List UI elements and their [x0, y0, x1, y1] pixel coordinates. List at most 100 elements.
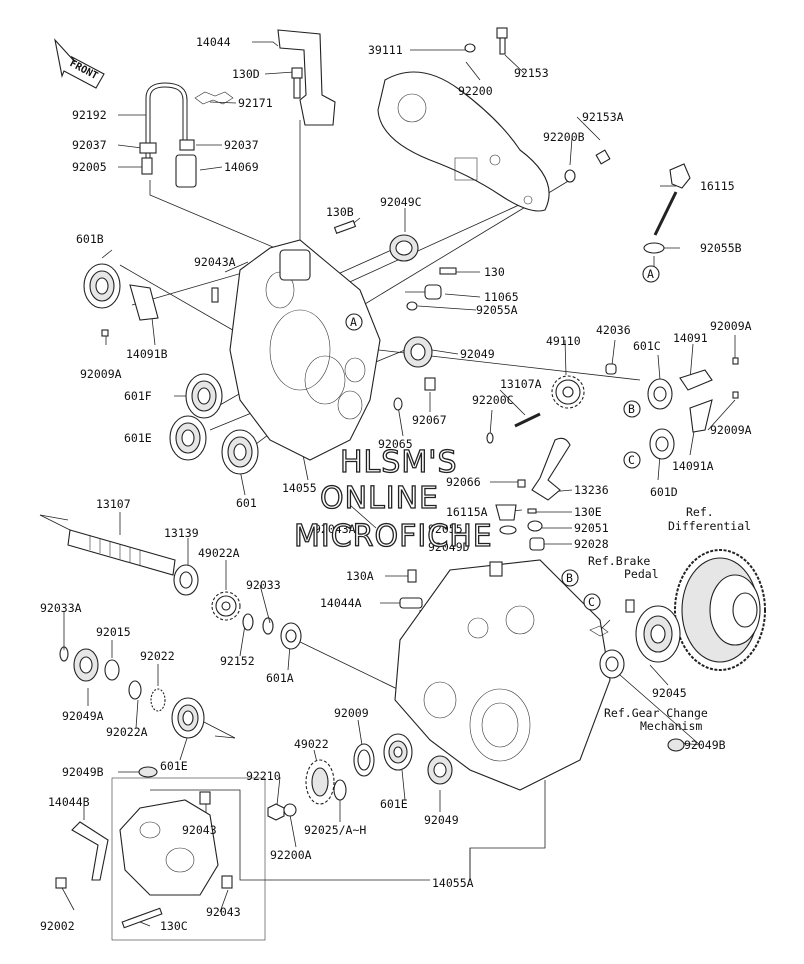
- part-label: 92043: [182, 823, 217, 837]
- part-label: 601D: [650, 485, 678, 499]
- watermark-line1: HLSM'S: [340, 445, 458, 480]
- part-label: 92200A: [270, 848, 312, 862]
- part-label: 130B: [326, 205, 354, 219]
- ref-brake-pedal-line2: Pedal: [624, 567, 659, 581]
- part-label: 601B: [76, 232, 104, 246]
- part-label: 92152: [220, 654, 255, 668]
- part-label: 14091A: [672, 459, 714, 473]
- part-label: 92033: [246, 578, 281, 592]
- part-label: 92153: [514, 66, 549, 80]
- part-label: 92033A: [40, 601, 82, 615]
- part-label: 13107: [96, 497, 131, 511]
- part-label: 14069: [224, 160, 259, 174]
- part-label: 92192: [72, 108, 107, 122]
- callout-b-1: B: [628, 402, 635, 416]
- part-label: 130: [484, 265, 505, 279]
- part-label: 130E: [574, 505, 602, 519]
- part-label: 92200B: [543, 130, 585, 144]
- watermark-line2: ONLINE: [320, 481, 439, 516]
- reference-labels: Ref. Differential Ref.Brake Pedal Ref.Ge…: [588, 505, 751, 733]
- part-label: 14044: [196, 35, 231, 49]
- part-label: 601F: [124, 389, 152, 403]
- ref-differential-line1: Ref.: [686, 505, 714, 519]
- part-label: 92005: [72, 160, 107, 174]
- part-label: 92065: [378, 437, 413, 451]
- part-label: 92067: [412, 413, 447, 427]
- part-label: 16115A: [446, 505, 488, 519]
- part-label: 13107A: [500, 377, 542, 391]
- part-label: 92200C: [472, 393, 514, 407]
- part-label: 92009: [334, 706, 369, 720]
- part-label: 92045: [652, 686, 687, 700]
- part-label: 601E: [124, 431, 152, 445]
- ref-gear-change-line2: Mechanism: [640, 719, 702, 733]
- part-labels: 14044 130D 92171 92192 92037 92037 92005…: [40, 35, 752, 933]
- part-label: 92037: [72, 138, 107, 152]
- ref-gear-change-line1: Ref.Gear Change: [604, 706, 708, 720]
- part-label: 92049: [424, 813, 459, 827]
- part-label: 92049A: [62, 709, 104, 723]
- part-label: 14091B: [126, 347, 168, 361]
- part-label: 92028: [574, 537, 609, 551]
- part-label: 92171: [238, 96, 273, 110]
- part-label: 130D: [232, 67, 260, 81]
- part-label: 130A: [346, 569, 374, 583]
- part-label: 601E: [380, 797, 408, 811]
- part-label: 92153A: [582, 110, 624, 124]
- watermark: HLSM'S ONLINE MICROFICHE: [293, 444, 493, 554]
- part-label: 92022: [140, 649, 175, 663]
- part-label: 92049D: [428, 540, 470, 554]
- watermark-line3: MICROFICHE: [294, 519, 493, 554]
- part-label: 92025/A~H: [304, 823, 366, 837]
- part-label: 601: [236, 496, 257, 510]
- callout-c-2: C: [588, 595, 595, 609]
- callout-a-1: A: [647, 267, 654, 281]
- part-label: 14044A: [320, 596, 362, 610]
- part-label: 92015: [96, 625, 131, 639]
- callout-b-2: B: [566, 571, 573, 585]
- callout-a-2: A: [350, 315, 357, 329]
- part-label: 92037: [224, 138, 259, 152]
- part-label: 92051: [574, 521, 609, 535]
- part-label: 49110: [546, 334, 581, 348]
- part-label: 601C: [633, 339, 661, 353]
- part-label: 13236: [574, 483, 609, 497]
- part-label: 92049B: [62, 765, 104, 779]
- part-label: 16115: [700, 179, 735, 193]
- part-label: 39111: [368, 43, 403, 57]
- part-label: 92200: [458, 84, 493, 98]
- part-label: 92009A: [710, 319, 752, 333]
- part-label: 92210: [246, 769, 281, 783]
- part-label: 92055: [428, 522, 463, 536]
- part-label: 130C: [160, 919, 188, 933]
- part-label: 14091: [673, 331, 708, 345]
- part-label: 92055A: [476, 303, 518, 317]
- ref-differential-line2: Differential: [668, 519, 751, 533]
- part-label: 14044B: [48, 795, 90, 809]
- part-label: 92043: [206, 905, 241, 919]
- part-label: 49022: [294, 737, 329, 751]
- part-label: 92043A: [194, 255, 236, 269]
- part-label: 601E: [160, 759, 188, 773]
- part-label: 13139: [164, 526, 199, 540]
- part-label: 92009A: [80, 367, 122, 381]
- part-label: 11065: [484, 290, 519, 304]
- part-label: 92043A: [314, 522, 356, 536]
- part-label: 92049: [460, 347, 495, 361]
- callout-c-1: C: [628, 453, 635, 467]
- part-label: 92049C: [380, 195, 422, 209]
- ref-brake-pedal-line1: Ref.Brake: [588, 554, 650, 568]
- part-label: 92002: [40, 919, 75, 933]
- part-label: 92009A: [710, 423, 752, 437]
- part-label: 92066: [446, 475, 481, 489]
- part-label: 42036: [596, 323, 631, 337]
- part-label: 92049B: [684, 738, 726, 752]
- part-label: 92022A: [106, 725, 148, 739]
- part-label: 601A: [266, 671, 294, 685]
- part-label: 14055A: [432, 876, 474, 890]
- front-arrow-icon: FRONT: [54, 38, 105, 89]
- callout-markers: A A B C B C: [345, 265, 660, 611]
- part-label: 49022A: [198, 546, 240, 560]
- parts: [55, 27, 766, 929]
